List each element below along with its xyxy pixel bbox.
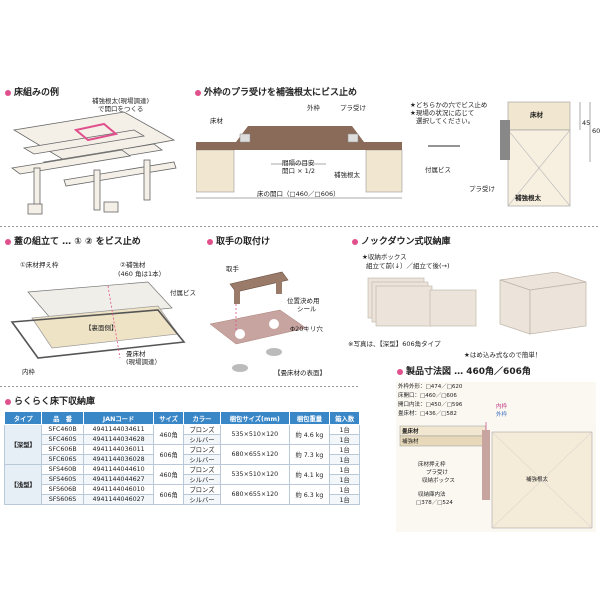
outer-label-2: 外枠 bbox=[496, 412, 508, 418]
dimension-section-svg bbox=[399, 422, 593, 529]
dimensions-heading: 製品寸法図 … 460角／606角 bbox=[397, 364, 531, 377]
bullet-icon bbox=[207, 238, 213, 245]
bullet-icon bbox=[195, 89, 201, 96]
seal-label-1: 位置決め用 bbox=[287, 297, 320, 305]
note-3: 選択してください。 bbox=[416, 117, 475, 125]
divider bbox=[0, 226, 600, 227]
outer-label: 外枠 bbox=[307, 104, 320, 112]
col-type: タイプ bbox=[3, 411, 43, 425]
dim-45: 45 bbox=[582, 119, 591, 127]
col-jan: JANコード bbox=[82, 411, 155, 425]
pla-label: プラ受け bbox=[340, 104, 366, 112]
pla-label-2: プラ受け bbox=[469, 185, 495, 193]
opening-label: 床の開口（□460／□606） bbox=[257, 190, 340, 198]
reinforce-joist-label: 補強根太 bbox=[334, 171, 360, 179]
lid-screw-label: 付属ビス bbox=[170, 289, 196, 297]
back-side-label: 【裏面側】 bbox=[85, 324, 118, 332]
dim-60: 60 bbox=[592, 127, 600, 135]
gap-label-2: 開口 × 1/2 bbox=[282, 167, 316, 175]
bullet-icon bbox=[397, 368, 403, 375]
bullet-icon bbox=[352, 238, 358, 245]
fit-note: ★はめ込み式なので簡単！ bbox=[464, 351, 542, 359]
note-1: ★どちらかの穴でビス止め bbox=[410, 101, 488, 109]
inner-size-label: 収納庫内法 bbox=[418, 492, 446, 498]
gap-label-1: 間隔の目安 bbox=[282, 159, 315, 167]
col-size: サイズ bbox=[153, 411, 184, 425]
dim-line-4: 畳床材：□436／□582 bbox=[398, 411, 457, 417]
tatami-label-dim: 畳床材 bbox=[402, 429, 419, 435]
photo-note: ※写真は、【深型】606角タイプ bbox=[348, 340, 441, 348]
handle-illustration bbox=[210, 271, 307, 372]
floor-label-2: 床材 bbox=[530, 111, 543, 119]
table-header-row: タイプ 品 番 JANコード サイズ カラー 梱包サイズ(mm) 梱包重量 箱入… bbox=[3, 411, 360, 425]
col-weight: 梱包重量 bbox=[288, 411, 331, 425]
inner-frame-label: 内枠 bbox=[22, 368, 35, 376]
reinforce-member-label: ②補強材 bbox=[120, 261, 146, 269]
reinforce-label-2: で開口をつくる bbox=[98, 105, 144, 113]
bullet-icon bbox=[5, 89, 11, 96]
reinforce-label: 補強根太(現場調達) bbox=[92, 97, 150, 105]
col-pack-size: 梱包サイズ(mm) bbox=[220, 411, 290, 425]
dim-line-1: 外枠外形：□474／□620 bbox=[398, 384, 463, 390]
lid-assembly-heading: 蓋の組立て … ① ② をビス止め bbox=[5, 234, 141, 247]
press-frame-label: ①床材押え枠 bbox=[20, 261, 59, 269]
note-2: ★現場の状況に応じて bbox=[410, 109, 475, 117]
outer-frame-illustration bbox=[196, 126, 403, 199]
floor-frame-heading: 床組みの例 bbox=[5, 85, 59, 98]
spec-table: タイプ 品 番 JANコード サイズ カラー 梱包サイズ(mm) 梱包重量 箱入… bbox=[3, 411, 360, 505]
screw-label: 付属ビス bbox=[425, 166, 451, 174]
dim-line-3: 開口内法：□450／□596 bbox=[398, 402, 463, 408]
surface-label: 【畳床材の表面】 bbox=[274, 369, 326, 377]
pla-label-dim: プラ受け bbox=[426, 470, 449, 476]
tatami-label-2: (現場調達） bbox=[126, 358, 162, 366]
box-label-2: 組立て前(↓）／組立て後(→) bbox=[366, 262, 450, 270]
reinforce-label-dim: 補強材 bbox=[402, 439, 419, 445]
floor-frame-illustration bbox=[11, 111, 177, 215]
handle-label: 取手 bbox=[226, 265, 239, 273]
knockdown-photos bbox=[367, 272, 587, 335]
tatami-label: 畳床材 bbox=[126, 350, 146, 358]
inner-label: 内枠 bbox=[496, 404, 508, 410]
box-label-dim: 収納ボックス bbox=[422, 478, 455, 484]
dim-line-2: 床開口：□460／□606 bbox=[398, 393, 457, 399]
section-detail-illustration bbox=[428, 101, 591, 207]
reinforce-member-note: (460 角は1本） bbox=[118, 270, 166, 278]
divider bbox=[0, 386, 358, 387]
box-label-1: ★収納ボックス bbox=[362, 253, 407, 261]
bullet-icon bbox=[5, 238, 11, 245]
col-code: 品 番 bbox=[41, 411, 84, 425]
col-color: カラー bbox=[182, 411, 222, 425]
press-frame-label-dim: 床材押え枠 bbox=[418, 462, 446, 468]
floor-label: 床材 bbox=[210, 117, 223, 125]
lid-illustration bbox=[10, 281, 186, 359]
bullet-icon bbox=[5, 398, 11, 405]
col-qty: 箱入数 bbox=[329, 411, 360, 425]
knockdown-heading: ノックダウン式収納庫 bbox=[352, 234, 450, 247]
reinforce-label-2: 補強根太 bbox=[515, 194, 541, 202]
dimension-drawing: 外枠外形：□474／□620 床開口：□460／□606 開口内法：□450／□… bbox=[396, 382, 596, 532]
handle-heading: 取手の取付け bbox=[207, 234, 270, 247]
table-heading: らくらく床下収納庫 bbox=[5, 394, 95, 407]
outer-frame-heading: 外枠のプラ受けを補強根太にビス止め bbox=[195, 85, 357, 98]
inner-size-value: □378／□524 bbox=[416, 500, 453, 506]
seal-label-2: シール bbox=[297, 305, 317, 313]
type-cell: 【深型】 bbox=[3, 424, 43, 465]
reinforce-joist-dim: 補強根太 bbox=[526, 477, 549, 483]
type-cell: 【浅型】 bbox=[3, 464, 43, 505]
hole-label: Φ20キリ穴 bbox=[290, 325, 323, 333]
